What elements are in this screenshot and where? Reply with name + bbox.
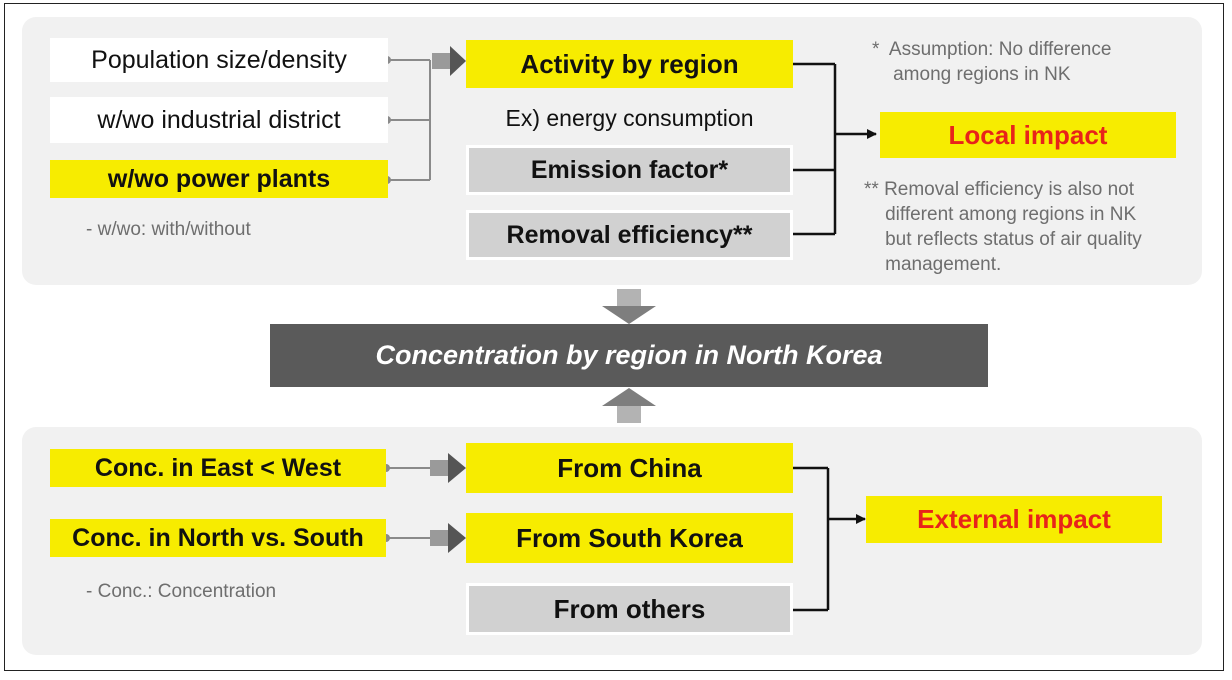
activity-example: Ex) energy consumption	[505, 105, 754, 131]
source-others: From others	[466, 583, 793, 635]
external-impact-bracket	[793, 466, 866, 612]
activity-by-region: Activity by region	[466, 40, 793, 88]
factor-east-west: Conc. in East < West	[50, 449, 386, 487]
emission-factor: Emission factor*	[466, 145, 793, 195]
removal-efficiency-note: ** Removal efficiency is also not differ…	[864, 179, 1142, 275]
top-factor-connector	[387, 59, 431, 181]
local-impact-bracket	[793, 62, 877, 236]
factor-north-south: Conc. in North vs. South	[50, 519, 386, 557]
factor-power-plants: w/wo power plants	[50, 160, 388, 198]
down-arrow-icon	[602, 289, 656, 324]
top-block-arrow-icon	[432, 46, 466, 76]
bottom-block-arrow-icon	[430, 453, 466, 553]
external-impact: External impact	[866, 496, 1162, 543]
removal-efficiency: Removal efficiency**	[466, 210, 793, 260]
conc-abbrev-note: - Conc.: Concentration	[86, 581, 277, 602]
assumption-note: * Assumption: No difference among region…	[872, 39, 1112, 85]
local-impact: Local impact	[880, 112, 1176, 158]
factor-population: Population size/density	[50, 38, 388, 82]
concentration-title-bar: Concentration by region in North Korea	[270, 324, 988, 387]
source-south-korea: From South Korea	[466, 513, 793, 563]
wwo-abbrev-note: - w/wo: with/without	[86, 219, 251, 240]
up-arrow-icon	[602, 388, 656, 423]
source-china: From China	[466, 443, 793, 493]
factor-industrial-district: w/wo industrial district	[50, 97, 388, 143]
figure-frame	[4, 3, 1224, 671]
